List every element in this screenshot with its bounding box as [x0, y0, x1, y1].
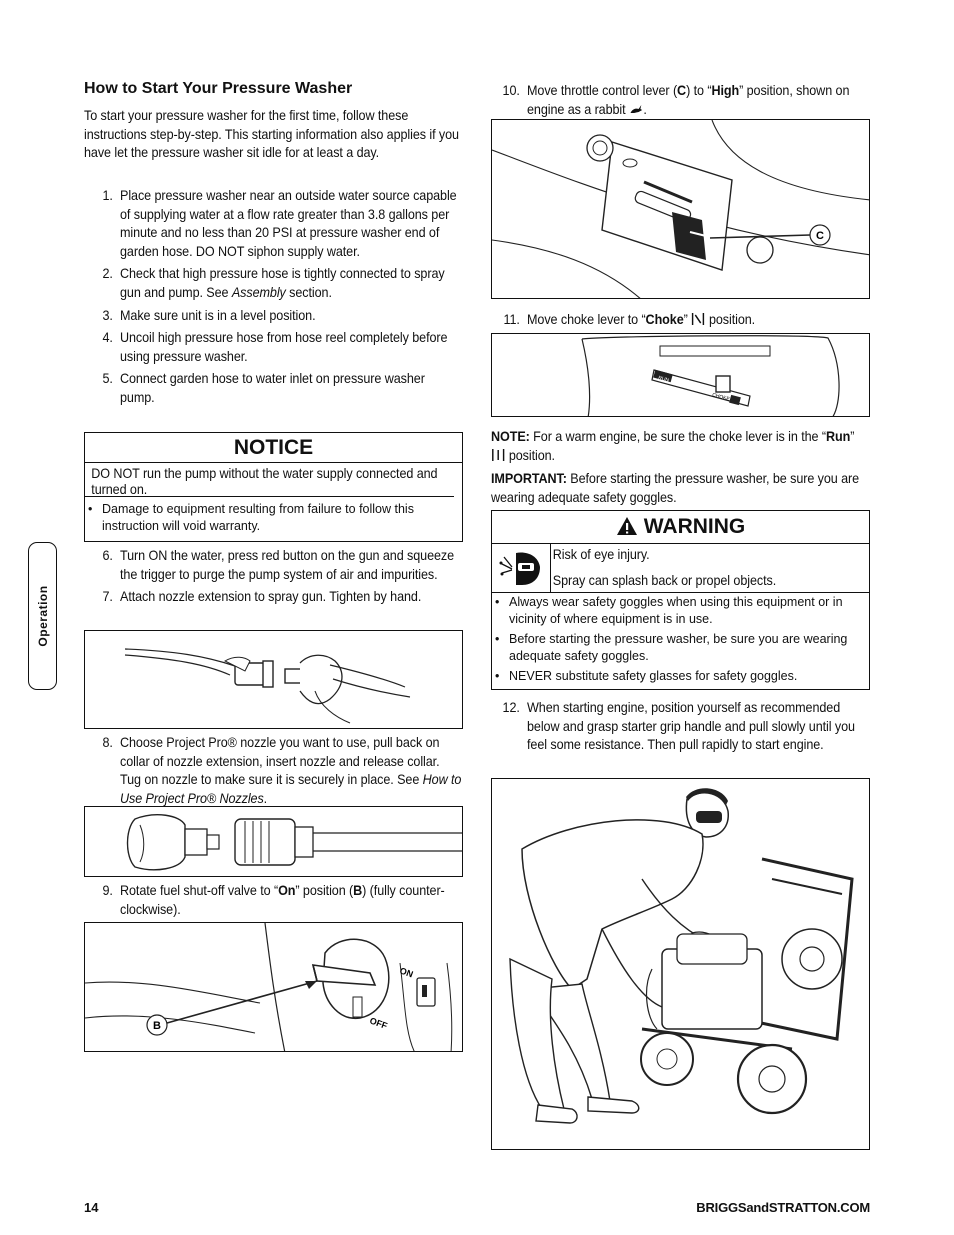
important-paragraph: IMPORTANT: Before starting the pressure …: [491, 470, 860, 505]
step-6: 6.Turn ON the water, press red button on…: [102, 547, 455, 582]
step-1: 1.Place pressure washer near an outside …: [102, 187, 457, 259]
warning-bullet: •Always wear safety goggles when using t…: [495, 595, 843, 626]
rabbit-icon: [629, 103, 643, 115]
callout-c: C: [816, 230, 824, 242]
off-label: OFF: [368, 1015, 389, 1031]
figure-starting-engine: [491, 778, 870, 1150]
steps-list-1: 1.Place pressure washer near an outside …: [84, 186, 462, 407]
warning-title: WARNING: [643, 515, 746, 538]
choke-label: CHOKE: [711, 392, 730, 403]
figure-throttle: C: [491, 119, 870, 299]
nozzle-extension-illustration: [124, 648, 411, 724]
section-heading: How to Start Your Pressure Washer: [84, 80, 353, 97]
warning-line-2: Spray can splash back or propel objects.: [553, 571, 777, 588]
step-12: 12.When starting engine, position yourse…: [502, 699, 855, 753]
warning-bullet: •Before starting the pressure washer, be…: [495, 632, 848, 663]
warning-bullets: •Always wear safety goggles when using t…: [492, 593, 869, 685]
warning-box: WARNING Risk of eye injury. Spray can sp…: [491, 510, 870, 690]
step-3: 3.Make sure unit is in a level position.: [102, 306, 316, 323]
step-8: 8.Choose Project Pro® nozzle you want to…: [102, 734, 462, 806]
warning-triangle-icon: [616, 516, 638, 536]
choke-icon: [691, 312, 705, 326]
notice-box: NOTICE DO NOT run the pump without the w…: [84, 432, 463, 542]
step-5: 5.Connect garden hose to water inlet on …: [102, 370, 425, 405]
figure-fuel-valve: ON OFF B: [84, 922, 463, 1052]
note-paragraph: NOTE: For a warm engine, be sure the cho…: [491, 428, 855, 463]
starting-engine-illustration: [509, 788, 854, 1124]
figure-nozzle: [84, 806, 463, 877]
notice-title: NOTICE: [85, 433, 462, 463]
goggles-hazard-icon: [492, 544, 552, 592]
step-10: 10.Move throttle control lever (C) to “H…: [502, 82, 850, 117]
step-7: 7.Attach nozzle extension to spray gun. …: [102, 588, 422, 605]
on-label: ON: [398, 965, 414, 979]
notice-bullet: •Damage to equipment resulting from fail…: [88, 502, 414, 533]
figure-nozzle-extension: [84, 630, 463, 729]
callout-b: B: [153, 1020, 161, 1032]
section-tab-operation: Operation: [28, 542, 57, 690]
nozzle-illustration: [126, 814, 462, 871]
run-label: RUN: [657, 375, 669, 384]
warning-line-1: Risk of eye injury.: [553, 546, 651, 562]
warning-header: WARNING: [492, 511, 869, 544]
page-number: 14: [84, 1200, 99, 1215]
step-2: 2.Check that high pressure hose is tight…: [102, 265, 445, 300]
run-icon: [491, 448, 505, 462]
figure-choke: RUN CHOKE: [491, 333, 870, 417]
steps-list-4: 9.Rotate fuel shut-off valve to “On” pos…: [84, 881, 462, 918]
intro-paragraph: To start your pressure washer for the fi…: [84, 107, 459, 161]
notice-text: DO NOT run the pump without the water su…: [85, 463, 454, 497]
step-4: 4.Uncoil high pressure hose from hose re…: [102, 329, 448, 364]
fuel-valve-illustration: ON OFF B: [85, 923, 453, 1051]
step-9: 9.Rotate fuel shut-off valve to “On” pos…: [102, 882, 445, 917]
warning-bullet: •NEVER substitute safety glasses for saf…: [495, 669, 798, 683]
warning-hazard-row: Risk of eye injury. Spray can splash bac…: [492, 544, 869, 593]
steps-list-2: 6.Turn ON the water, press red button on…: [84, 546, 462, 606]
step-11: 11.Move choke lever to “Choke” position.: [503, 311, 756, 327]
throttle-illustration: C: [492, 120, 869, 298]
choke-illustration: RUN CHOKE: [581, 335, 840, 416]
footer-website: BRIGGSandSTRATTON.COM: [696, 1200, 870, 1215]
steps-list-3: 8.Choose Project Pro® nozzle you want to…: [84, 733, 462, 807]
